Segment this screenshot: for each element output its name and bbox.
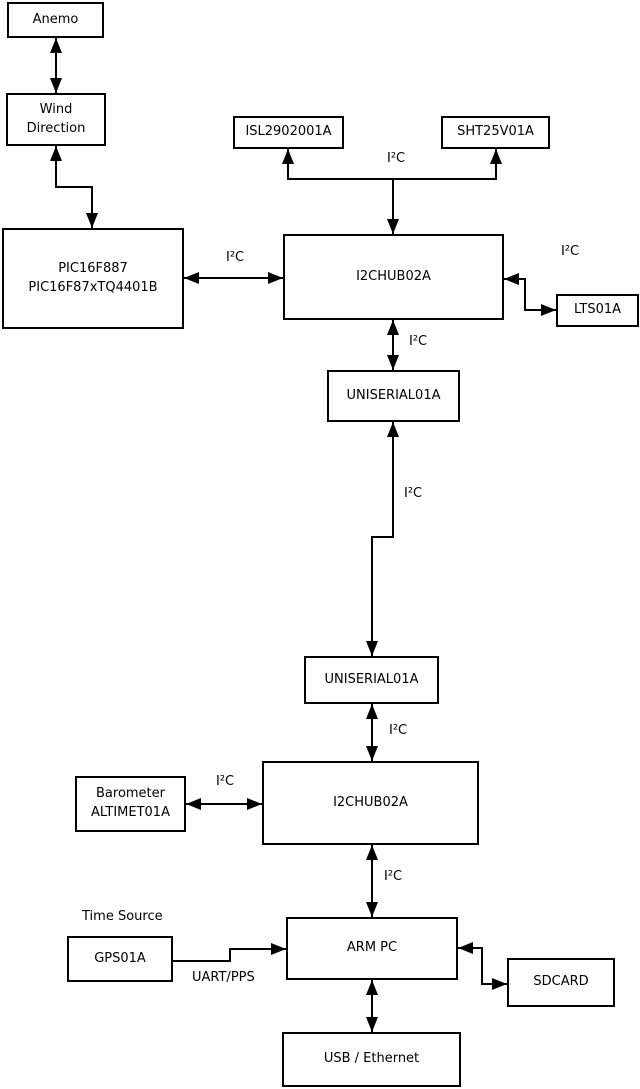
connector-hub1-lts [504,273,556,316]
label-i2c-hub2-armpc: I²C [384,869,403,884]
node-sdcard: SDCARD [507,958,615,1007]
label-i2c-uniserial-link: I²C [404,486,423,501]
node-hub2: I2CHUB02A [262,761,479,845]
node-hub1: I2CHUB02A [283,234,504,320]
node-lts-label: LTS01A [573,302,622,318]
label-i2c-sensor-bus: I²C [387,151,406,166]
connector-uniserial1-uniserial2 [366,422,399,656]
node-hub2-label: I2CHUB02A [333,794,408,810]
node-pic-label-line1: PIC16F887 [58,260,128,276]
label-uart-pps: UART/PPS [192,970,255,985]
node-gps-label: GPS01A [94,950,146,966]
connector-wind-direction-pic [50,146,98,228]
connector-gps-armpc [173,943,286,962]
node-uniserial2-label: UNISERIAL01A [324,671,419,687]
label-i2c-barometer-hub2: I²C [216,774,235,789]
node-pic-label-line2: PIC16F87xTQ4401B [28,279,158,295]
node-gps: GPS01A [67,936,173,982]
node-uniserial2: UNISERIAL01A [304,656,439,704]
node-sdcard-label: SDCARD [533,974,589,990]
node-wind-direction-label-line1: Wind [39,101,73,117]
label-i2c-pic-hub1: I²C [226,250,245,265]
node-arm-pc-label: ARM PC [346,940,398,956]
node-usb-ethernet: USB / Ethernet [282,1032,461,1087]
label-time-source: Time Source [82,909,163,924]
connector-armpc-sdcard [458,942,507,990]
node-sht-label: SHT25V01A [457,124,534,140]
node-lts: LTS01A [556,294,639,327]
node-barometer-label-line1: Barometer [96,786,165,802]
node-arm-pc: ARM PC [286,917,458,980]
node-anemo: Anemo [7,2,104,38]
label-i2c-hub1-uniserial1: I²C [409,334,428,349]
node-anemo-label: Anemo [32,11,79,27]
node-isl-label: ISL2902001A [245,124,332,140]
node-wind-direction-label-line2: Direction [26,120,86,136]
node-usb-ethernet-label: USB / Ethernet [323,1051,420,1067]
node-barometer: Barometer ALTIMET01A [75,776,186,832]
node-uniserial1: UNISERIAL01A [327,370,460,422]
node-isl: ISL2902001A [233,116,344,149]
node-hub1-label: I2CHUB02A [356,268,431,284]
node-pic: PIC16F887 PIC16F87xTQ4401B [2,228,184,329]
label-i2c-hub1-lts: I²C [561,244,580,259]
node-barometer-label-line2: ALTIMET01A [91,805,170,820]
node-wind-direction: Wind Direction [6,93,106,146]
label-i2c-uniserial2-hub2: I²C [389,723,408,738]
node-sht: SHT25V01A [441,116,550,149]
node-uniserial1-label: UNISERIAL01A [346,387,441,403]
